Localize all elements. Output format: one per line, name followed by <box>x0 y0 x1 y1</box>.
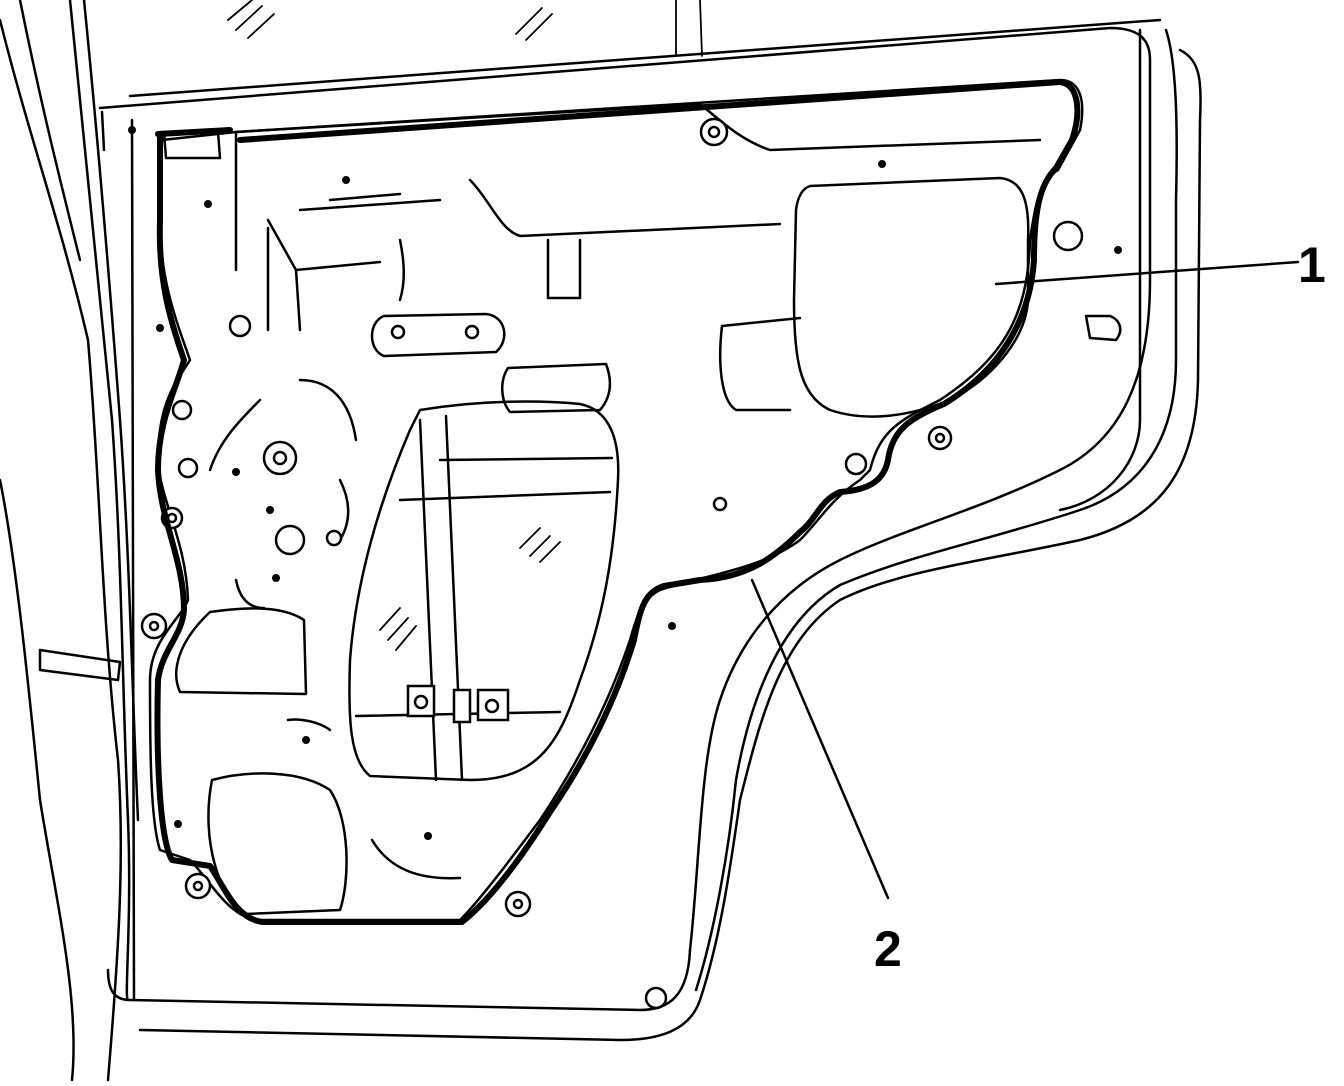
leader-line-2 <box>750 578 890 900</box>
leader-line-1 <box>994 260 1300 286</box>
door-outer-shell <box>98 18 1202 1042</box>
center-access-opening <box>348 238 620 782</box>
sealing-strip <box>154 79 1081 925</box>
callout-2: 2 <box>874 921 902 977</box>
window-hatch-top <box>227 0 703 57</box>
callout-1: 1 <box>1298 237 1326 293</box>
access-hole-upper-right <box>718 176 1030 418</box>
leader-lines <box>750 260 1300 900</box>
fastener-holes <box>128 117 1122 1010</box>
left-brackets <box>162 130 506 916</box>
body-pillar-lines <box>0 0 140 1082</box>
